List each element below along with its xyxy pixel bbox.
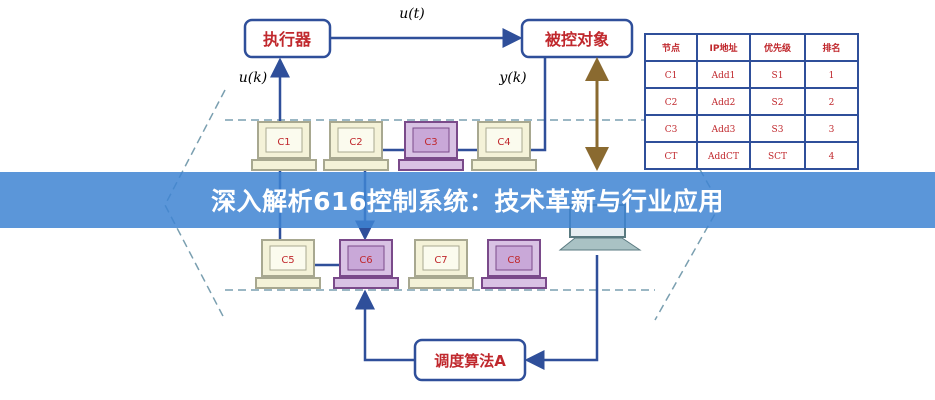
signal-uk: u(k) [239,70,267,86]
computer-icon: C2 [323,121,389,171]
computer-label: C3 [424,137,437,148]
table-cell: Add3 [711,125,736,135]
actuator-box: 执行器 [243,18,332,59]
computer-label: C8 [507,255,520,266]
table-cell: SCT [768,152,787,162]
scheduler-label: 调度算法A [434,352,506,370]
scheduler-box: 调度算法A [413,338,527,382]
table-cell: C3 [665,125,678,135]
table-cell: C2 [665,98,678,108]
computer-icon: C4 [471,121,537,171]
banner-title: 深入解析616控制系统：技术革新与行业应用 [211,187,724,216]
computer-label: C4 [497,137,510,148]
title-banner: 深入解析616控制系统：技术革新与行业应用 [0,172,935,228]
signal-yk: y(k) [498,70,526,86]
table-header: 优先级 [764,42,792,54]
computer-icon: C1 [251,121,317,171]
computer-icon: C5 [255,239,321,289]
table-cell: 2 [829,98,835,108]
table-cell: S1 [772,71,784,81]
table-header: 排名 [822,42,840,54]
node-table: 节点 IP地址 优先级 排名 C1 Add1 S1 1C2 Add2 S2 2C3 Add3 S3 3CT… [644,33,859,170]
table-header: 节点 [662,42,680,54]
table-cell: C1 [665,71,678,81]
computer-icon: C8 [481,239,547,289]
computer-label: C2 [349,137,362,148]
table-cell: Add1 [711,71,736,81]
plant-label: 被控对象 [545,30,609,49]
computer-label: C7 [434,255,447,266]
table-cell: CT [665,152,678,162]
computer-icon: C6 [333,239,399,289]
computer-icon: C7 [408,239,474,289]
signal-ut: u(t) [399,6,425,22]
table-cell: 3 [829,125,835,135]
actuator-label: 执行器 [263,30,312,49]
computer-label: C1 [277,137,290,148]
table-cell: 4 [829,152,835,162]
computer-label: C5 [281,255,294,266]
table-cell: S2 [772,98,784,108]
table-cell: S3 [772,125,784,135]
computer-label: C6 [359,255,372,266]
computer-icon: C3 [398,121,464,171]
table-cell: AddCT [707,152,739,162]
table-cell: 1 [829,71,835,81]
table-header: IP地址 [710,42,738,54]
plant-box: 被控对象 [520,18,634,59]
table-cell: Add2 [711,98,736,108]
